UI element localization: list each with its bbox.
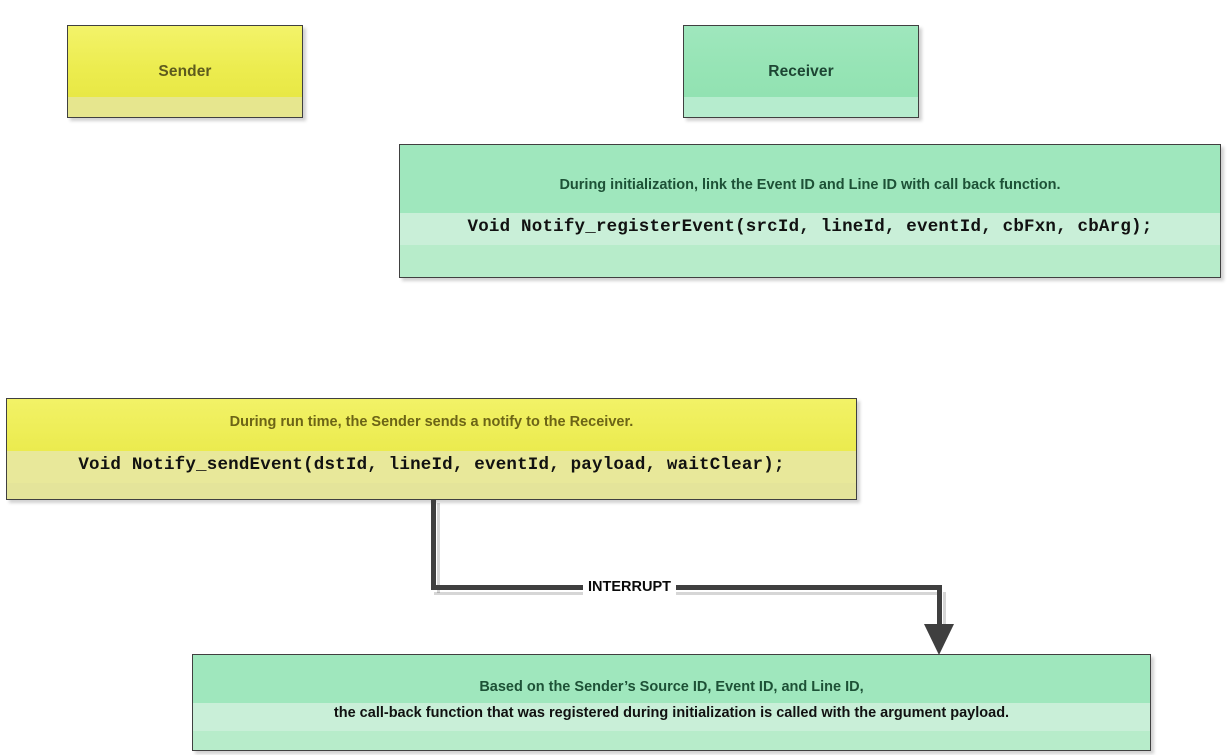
runtime-note-box[interactable]: During run time, the Sender sends a noti… bbox=[6, 398, 857, 500]
init-note-band-top bbox=[400, 145, 1220, 213]
initialization-note-box[interactable]: During initialization, link the Event ID… bbox=[399, 144, 1221, 278]
callback-note-band-bottom bbox=[193, 731, 1150, 750]
sender-box-footer-band bbox=[68, 97, 302, 117]
interrupt-label: INTERRUPT bbox=[583, 579, 676, 596]
connector-arrowhead-icon bbox=[924, 624, 954, 655]
runtime-note-prose: During run time, the Sender sends a noti… bbox=[229, 414, 634, 430]
connector-segment-across bbox=[431, 585, 942, 590]
callback-note-box[interactable]: Based on the Sender’s Source ID, Event I… bbox=[192, 654, 1151, 751]
runtime-note-band-bottom bbox=[7, 483, 856, 499]
runtime-note-code: Void Notify_sendEvent(dstId, lineId, eve… bbox=[78, 455, 785, 475]
init-note-band-code bbox=[400, 213, 1220, 245]
connector-segment-down-from-sender bbox=[431, 500, 436, 590]
connector-segment-down-to-receiver bbox=[937, 585, 942, 627]
connector-shadow-vertical-left bbox=[437, 503, 440, 593]
callback-note-band-second bbox=[193, 703, 1150, 731]
connector-shadow-vertical-right bbox=[943, 592, 946, 628]
callback-note-prose-line-2: the call-back function that was register… bbox=[333, 705, 1010, 721]
receiver-box[interactable]: Receiver bbox=[683, 25, 919, 118]
sender-box-fill bbox=[68, 26, 302, 97]
sender-box[interactable]: Sender bbox=[67, 25, 303, 118]
receiver-label: Receiver bbox=[768, 62, 834, 80]
sender-label: Sender bbox=[158, 62, 212, 80]
init-note-prose: During initialization, link the Event ID… bbox=[559, 177, 1061, 193]
receiver-box-fill bbox=[684, 26, 918, 97]
callback-note-band-top bbox=[193, 655, 1150, 703]
receiver-box-footer-band bbox=[684, 97, 918, 117]
init-note-code: Void Notify_registerEvent(srcId, lineId,… bbox=[467, 217, 1153, 237]
init-note-band-bottom bbox=[400, 245, 1220, 277]
runtime-note-band-code bbox=[7, 451, 856, 483]
connector-shadow-horizontal bbox=[434, 592, 942, 595]
runtime-note-band-top bbox=[7, 399, 856, 451]
callback-note-prose-line-1: Based on the Sender’s Source ID, Event I… bbox=[479, 679, 864, 695]
